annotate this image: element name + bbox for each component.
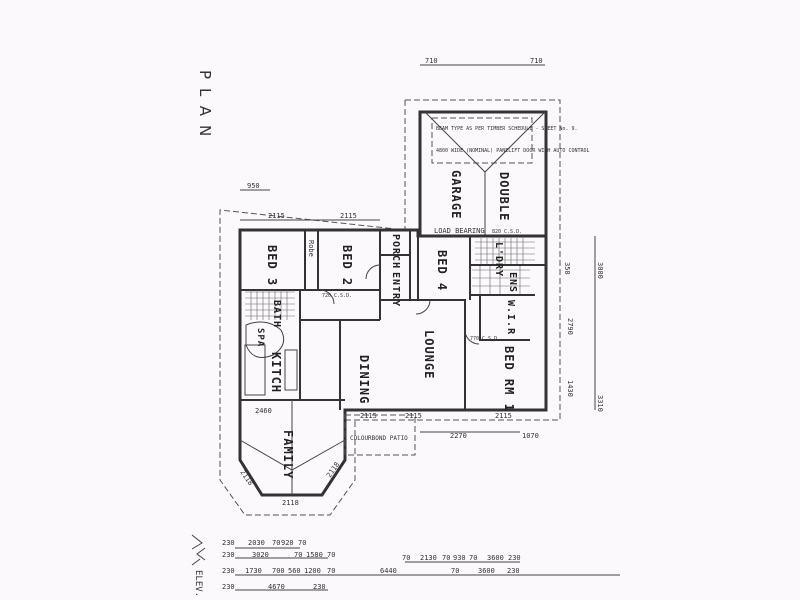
dimension-label: 950	[247, 182, 260, 190]
room-label-entry: ENTRY	[390, 272, 401, 307]
room-label-ensuite: ENS	[507, 272, 518, 293]
csd-820-note: 820 C.S.D.	[492, 229, 522, 235]
dimension-label: 230	[313, 583, 326, 591]
room-label-laundry: L'DRY	[493, 242, 504, 277]
dimension-label: 3310	[596, 395, 604, 412]
bottom-dimensions: 230 2030 70 920 70 230 3020 70 1580 70 2…	[222, 539, 620, 591]
room-label-double: DOUBLE	[497, 172, 511, 221]
dimension-label: 3000	[596, 262, 604, 279]
dimension-label: 3600	[478, 567, 495, 575]
dimension-label: 1070	[522, 432, 539, 440]
dimension-label: 2115	[405, 412, 422, 420]
dimension-label: 2118	[238, 469, 254, 487]
room-label-kitchen: KITCH	[269, 352, 283, 393]
room-label-family: FAMILY	[281, 430, 295, 479]
dimension-label: 70	[272, 539, 280, 547]
room-label-spa: SPA	[255, 328, 265, 347]
garage-beam-note: BEAM TYPE AS PER TIMBER SCHEDULE - SHEET…	[436, 126, 577, 132]
dimension-label: 1200	[304, 567, 321, 575]
csd-770-note: 770 C.S.D.	[470, 336, 500, 342]
dimension-label: 2790	[566, 318, 574, 335]
room-label-porch: PORCH	[390, 234, 401, 269]
room-label-wir: W.I.R	[505, 300, 516, 335]
family-roof-lines	[239, 400, 346, 495]
room-label-garage: GARAGE	[449, 170, 463, 219]
room-label-bed3: BED 3	[265, 245, 279, 286]
dimension-label: 920	[281, 539, 294, 547]
dimension-label: 710	[425, 57, 438, 65]
spa-tub	[245, 321, 285, 358]
garage-beam-outline	[431, 117, 533, 164]
dimension-label: 2030	[248, 539, 265, 547]
top-dimensions: 950 2115 2115 710 710	[240, 57, 545, 221]
dimension-label: 70	[327, 567, 335, 575]
dimension-label: 700	[272, 567, 285, 575]
dimension-label: 70	[298, 539, 306, 547]
dimension-label: 2460	[255, 407, 272, 415]
room-label-lounge: LOUNGE	[422, 330, 436, 379]
dimension-label: 70	[327, 551, 335, 559]
dimension-label: 70	[451, 567, 459, 575]
dimension-label: 560	[288, 567, 301, 575]
dimension-label: 2118	[282, 499, 299, 507]
dimension-label: 230	[222, 539, 235, 547]
dimension-label: 230	[222, 583, 235, 591]
dimension-label: 70	[294, 551, 302, 559]
right-dimensions: 3000 350 2790 1430 3310	[563, 236, 604, 412]
elevation-markers	[191, 534, 206, 566]
dimension-label: 230	[507, 567, 520, 575]
plan-title: PLAN	[196, 70, 214, 145]
dimension-label: 4670	[268, 583, 285, 591]
dimension-label: 930	[453, 554, 466, 562]
dimension-label: 710	[530, 57, 543, 65]
dimension-label: 2115	[268, 212, 285, 220]
garage-roof-lines	[424, 111, 546, 236]
tiled-floors	[245, 238, 535, 320]
dimension-label: 70	[469, 554, 477, 562]
dimension-label: 230	[222, 551, 235, 559]
garage-door-note: 4800 WIDE (NOMINAL) PANELIFT DOOR WITH A…	[436, 148, 590, 154]
door-swings	[319, 264, 480, 345]
patio-dimensions: 2115 2115 2115 2270 1070	[360, 412, 539, 440]
kitchen-island	[284, 349, 298, 391]
dimension-label: 70	[442, 554, 450, 562]
dimension-label: 350	[563, 262, 571, 275]
dimension-label: 6440	[380, 567, 397, 575]
room-label-patio: COLOURBOND PATIO	[350, 435, 408, 442]
dimension-label: 3600	[487, 554, 504, 562]
dimension-label: 2270	[450, 432, 467, 440]
room-label-bed4: BED 4	[435, 250, 449, 291]
load-bearing-note: LOAD BEARING	[434, 227, 485, 235]
robe-label: Robe	[307, 240, 315, 257]
dimension-label: 2115	[495, 412, 512, 420]
elevation-label: ELEV.	[193, 570, 203, 597]
room-label-dining: DINING	[357, 355, 371, 404]
dimension-label: 70	[402, 554, 410, 562]
dimension-label: 1730	[245, 567, 262, 575]
room-label-bath: BATH	[271, 300, 282, 328]
dimension-label: 3020	[252, 551, 269, 559]
dimension-label: 230	[222, 567, 235, 575]
kitchen-bench	[244, 344, 266, 396]
dimension-label: 1580	[306, 551, 323, 559]
roof-outline	[219, 99, 561, 516]
room-label-bed2: BED 2	[340, 245, 354, 286]
room-label-bedrm1: BED RM 1	[502, 346, 516, 412]
dimension-label: 2115	[360, 412, 377, 420]
csd-720-note: 720 C.S.D.	[322, 293, 352, 299]
house-outer-walls	[238, 228, 548, 497]
dimension-label: 2130	[420, 554, 437, 562]
dimension-label: 2115	[340, 212, 357, 220]
dimension-label: 1430	[566, 380, 574, 397]
patio-outline	[344, 414, 416, 456]
dimension-label: 230	[508, 554, 521, 562]
